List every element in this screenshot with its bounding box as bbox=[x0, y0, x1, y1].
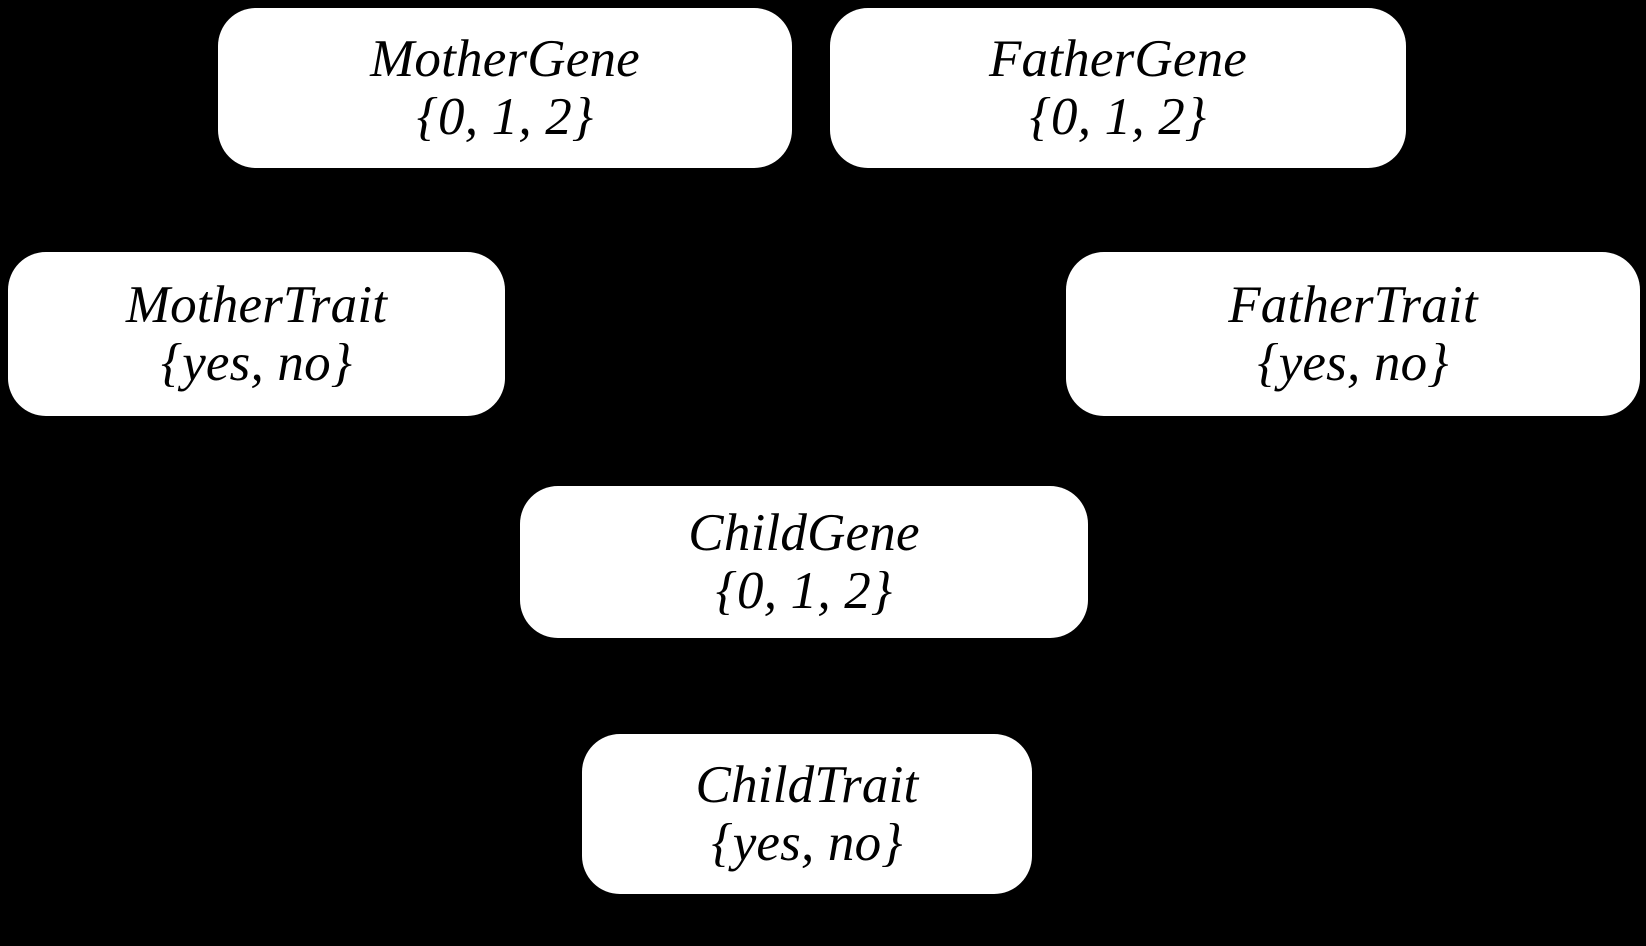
node-mother-trait[interactable]: MotherTrait {yes, no} bbox=[8, 252, 505, 416]
node-child-trait-domain: {yes, no} bbox=[711, 814, 903, 872]
node-child-gene-label: ChildGene bbox=[688, 503, 920, 562]
node-mother-gene[interactable]: MotherGene {0, 1, 2} bbox=[218, 8, 792, 168]
node-child-gene[interactable]: ChildGene {0, 1, 2} bbox=[520, 486, 1088, 638]
node-father-trait-domain: {yes, no} bbox=[1257, 334, 1449, 392]
node-father-gene-label: FatherGene bbox=[988, 29, 1248, 88]
node-child-trait[interactable]: ChildTrait {yes, no} bbox=[582, 734, 1032, 894]
node-mother-trait-domain: {yes, no} bbox=[160, 334, 353, 392]
node-child-gene-domain: {0, 1, 2} bbox=[715, 562, 893, 620]
node-child-trait-label: ChildTrait bbox=[695, 755, 919, 814]
node-father-gene[interactable]: FatherGene {0, 1, 2} bbox=[830, 8, 1406, 168]
node-mother-gene-label: MotherGene bbox=[370, 29, 640, 88]
node-father-trait-label: FatherTrait bbox=[1228, 275, 1478, 334]
node-father-trait[interactable]: FatherTrait {yes, no} bbox=[1066, 252, 1640, 416]
node-mother-gene-domain: {0, 1, 2} bbox=[416, 88, 594, 146]
node-father-gene-domain: {0, 1, 2} bbox=[1029, 88, 1207, 146]
node-mother-trait-label: MotherTrait bbox=[125, 275, 388, 334]
